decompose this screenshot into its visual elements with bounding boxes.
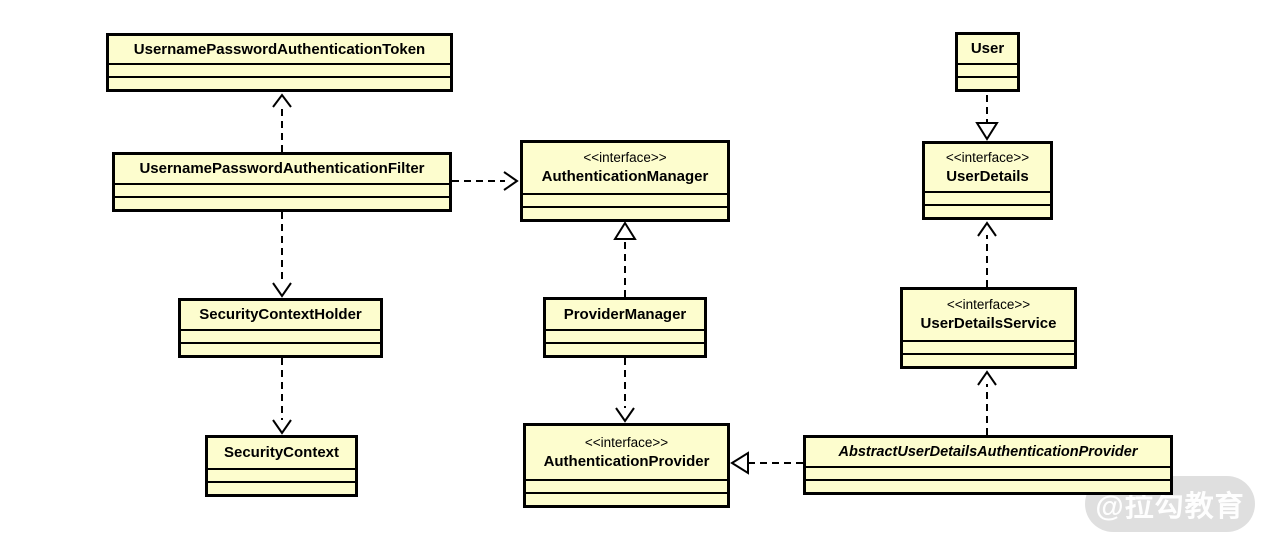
- class-name: UserDetailsService: [920, 315, 1057, 333]
- class-authentication-provider: <<interface>> AuthenticationProvider: [523, 423, 730, 508]
- class-username-password-authentication-token: UsernamePasswordAuthenticationToken: [106, 33, 453, 92]
- class-title: UsernamePasswordAuthenticationFilter: [115, 155, 449, 183]
- class-user-details: <<interface>> UserDetails: [922, 141, 1053, 220]
- interface-stereotype: <<interface>>: [584, 434, 669, 450]
- methods-compartment: [109, 76, 450, 89]
- class-username-password-authentication-filter: UsernamePasswordAuthenticationFilter: [112, 152, 452, 212]
- edge-provider-manager-to-auth-manager-realization: [613, 221, 637, 297]
- interface-stereotype: <<interface>>: [945, 149, 1030, 165]
- class-title: SecurityContext: [208, 438, 355, 468]
- attributes-compartment: [958, 63, 1017, 76]
- edge-user-to-user-details-realization: [975, 95, 999, 141]
- class-name: UsernamePasswordAuthenticationFilter: [139, 160, 425, 178]
- methods-compartment: [903, 353, 1074, 366]
- edge-security-context-holder-to-security-context-dependency: [272, 358, 292, 435]
- edge-abstract-provider-to-user-details-service-dependency: [977, 370, 997, 435]
- class-title: <<interface>> UserDetailsService: [903, 290, 1074, 340]
- class-title: SecurityContextHolder: [181, 301, 380, 329]
- methods-compartment: [181, 342, 380, 355]
- class-name: SecurityContextHolder: [199, 306, 362, 324]
- class-security-context: SecurityContext: [205, 435, 358, 497]
- edge-filter-to-security-context-holder-dependency: [272, 212, 292, 298]
- class-title: <<interface>> AuthenticationManager: [523, 143, 727, 193]
- attributes-compartment: [208, 468, 355, 481]
- edge-filter-to-auth-manager-dependency: [452, 171, 519, 191]
- methods-compartment: [526, 492, 727, 505]
- class-authentication-manager: <<interface>> AuthenticationManager: [520, 140, 730, 222]
- attributes-compartment: [806, 466, 1170, 479]
- methods-compartment: [523, 206, 727, 219]
- attributes-compartment: [181, 329, 380, 342]
- class-title: User: [958, 35, 1017, 63]
- class-name: SecurityContext: [223, 444, 340, 462]
- attributes-compartment: [115, 183, 449, 196]
- class-title: UsernamePasswordAuthenticationToken: [109, 36, 450, 63]
- class-name: UserDetails: [946, 167, 1029, 185]
- class-title: <<interface>> AuthenticationProvider: [526, 426, 727, 479]
- methods-compartment: [958, 76, 1017, 89]
- attributes-compartment: [903, 340, 1074, 353]
- methods-compartment: [115, 196, 449, 209]
- methods-compartment: [806, 479, 1170, 492]
- class-name: UsernamePasswordAuthenticationToken: [133, 40, 426, 58]
- class-security-context-holder: SecurityContextHolder: [178, 298, 383, 358]
- attributes-compartment: [925, 191, 1050, 204]
- edge-provider-manager-to-auth-provider-dependency: [615, 358, 635, 423]
- class-title: AbstractUserDetailsAuthenticationProvide…: [806, 438, 1170, 466]
- attributes-compartment: [526, 479, 727, 492]
- class-name: AuthenticationManager: [541, 168, 709, 186]
- class-name: AuthenticationProvider: [543, 452, 710, 470]
- class-name: AbstractUserDetailsAuthenticationProvide…: [838, 443, 1138, 460]
- attributes-compartment: [523, 193, 727, 206]
- class-user: User: [955, 32, 1020, 92]
- interface-stereotype: <<interface>>: [946, 297, 1031, 313]
- class-title: <<interface>> UserDetails: [925, 144, 1050, 191]
- class-abstract-user-details-authentication-provider: AbstractUserDetailsAuthenticationProvide…: [803, 435, 1173, 495]
- edge-abstract-provider-to-auth-provider-realization: [730, 451, 803, 475]
- methods-compartment: [208, 481, 355, 494]
- edge-user-details-service-to-user-details-dependency: [977, 221, 997, 287]
- interface-stereotype: <<interface>>: [583, 150, 667, 166]
- methods-compartment: [925, 204, 1050, 217]
- edge-filter-to-token-dependency: [272, 93, 292, 152]
- class-name: User: [970, 40, 1005, 58]
- class-user-details-service: <<interface>> UserDetailsService: [900, 287, 1077, 369]
- class-title: ProviderManager: [546, 300, 704, 329]
- methods-compartment: [546, 342, 704, 355]
- watermark-text: @拉勾教育: [1095, 491, 1245, 523]
- class-provider-manager: ProviderManager: [543, 297, 707, 358]
- attributes-compartment: [109, 63, 450, 76]
- class-name: ProviderManager: [563, 305, 687, 323]
- attributes-compartment: [546, 329, 704, 342]
